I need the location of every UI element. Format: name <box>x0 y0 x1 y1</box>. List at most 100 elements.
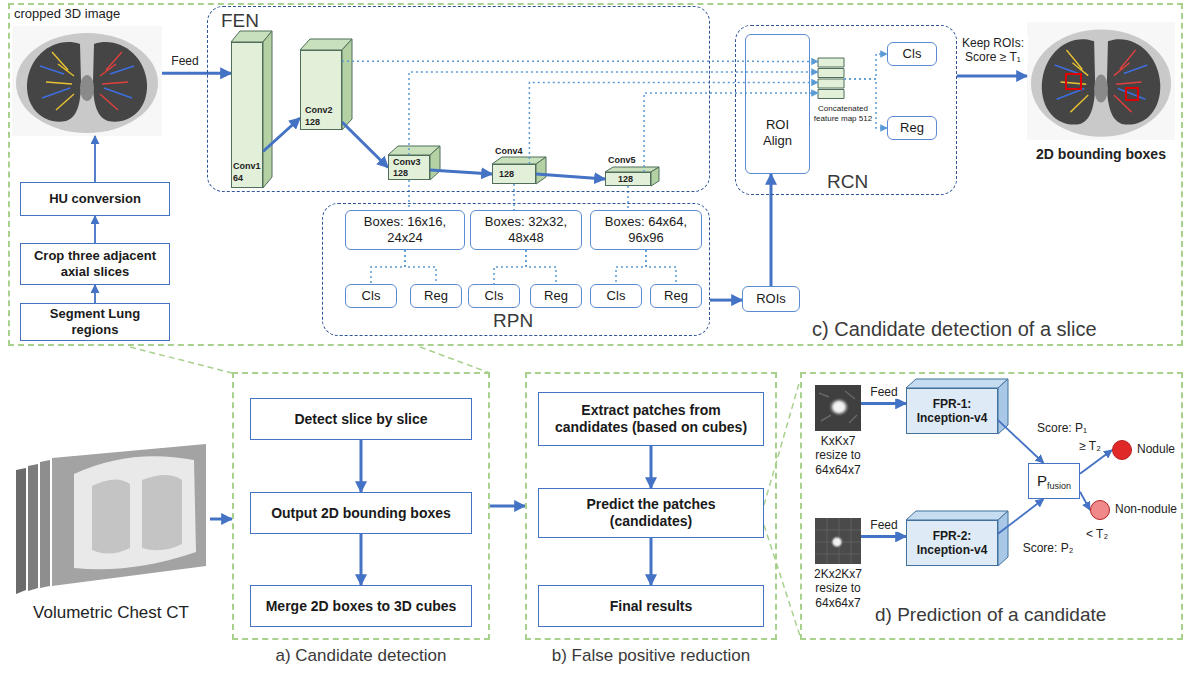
node-label: 128 <box>618 174 633 185</box>
connector <box>770 174 773 286</box>
process-box: Output 2D bounding boxes <box>250 492 472 534</box>
edge-label: ≥ T₂ <box>1077 439 1103 453</box>
node-label: c) Candidate detection of a slice <box>812 317 1097 341</box>
rois-box: ROIs <box>742 286 800 312</box>
head-box: Cls <box>887 42 937 66</box>
detection-box <box>1066 74 1081 89</box>
node-label: d) Prediction of a candidate <box>875 604 1106 627</box>
node-label: ROIs <box>756 291 786 307</box>
connector <box>405 250 436 284</box>
result-dot: Nodule <box>1112 440 1132 460</box>
zoom-leader <box>764 525 800 636</box>
node-label: 128 <box>499 169 514 180</box>
conv-layer: Conv4128 <box>492 164 536 184</box>
zoom-leader <box>130 347 232 373</box>
process-box: Segment Lung regions <box>20 303 170 341</box>
connector <box>650 446 653 488</box>
node-label: Cls <box>607 288 626 304</box>
node-label: Merge 2D boxes to 3D cubes <box>266 598 457 615</box>
head-box: Reg <box>530 284 582 308</box>
edge-label: Feed <box>868 385 899 399</box>
conv-layer: Conv2128 <box>300 50 342 130</box>
node-label: Boxes: 16x16, 24x24 <box>352 214 458 245</box>
node-label: FPR-1: Inception-v4 <box>911 397 993 426</box>
node-label: Conv1 <box>233 161 261 172</box>
connector <box>360 534 363 585</box>
connector <box>430 170 492 174</box>
anchor-box: Boxes: 64x64, 96x96 <box>590 210 702 250</box>
block-top-face <box>906 379 1008 388</box>
node-label: Detect slice by slice <box>294 411 427 428</box>
node-label: 2Kx2Kx7 resize to 64x64x7 <box>809 567 867 610</box>
process-box: Crop three adjacent axial slices <box>20 243 170 285</box>
stage-region: a) Candidate detectionDetect slice by sl… <box>232 372 490 640</box>
anchor-box: Boxes: 32x32, 48x48 <box>470 210 582 250</box>
node-label: RPN <box>493 310 533 333</box>
connector <box>646 250 676 284</box>
stage-region: d) Prediction of a candidate KxKx7 resize… <box>800 372 1183 640</box>
cnn-block: FPR-2: Inception-v4 <box>906 520 998 566</box>
volume-face <box>52 444 206 586</box>
connector <box>263 118 300 152</box>
connector <box>957 75 1027 78</box>
zoom-leader <box>420 347 490 373</box>
node-label: Conv4 <box>495 146 523 157</box>
connector <box>844 54 887 79</box>
block-top-face <box>906 511 1008 520</box>
process-box: Predict the patches (candidates) <box>538 488 764 538</box>
node-label: RCN <box>827 171 868 194</box>
feature-slab <box>818 58 844 67</box>
node-label: Output 2D bounding boxes <box>271 505 451 522</box>
node-label: b) False positive reduction <box>525 646 777 666</box>
ct-slice-image: cropped 3D image <box>12 26 162 136</box>
connector <box>1080 450 1112 474</box>
node-label: Non-nodule <box>1115 502 1177 516</box>
connector <box>536 174 605 179</box>
node-label: Conv5 <box>608 155 636 166</box>
head-box: Cls <box>345 284 397 308</box>
connector <box>710 299 742 302</box>
connector <box>94 285 96 303</box>
node-label: Cls <box>485 288 504 304</box>
detection-box <box>1126 88 1138 100</box>
node-label: Reg <box>544 288 568 304</box>
network-group: RPN Boxes: 16x16, 24x24Cls Reg Boxes: 32x32… <box>322 203 710 336</box>
connector <box>861 535 906 538</box>
process-box: Extract patches from candidates (based o… <box>538 392 764 446</box>
block-side-face <box>342 39 352 130</box>
node-label: Final results <box>610 598 692 615</box>
process-box: Merge 2D boxes to 3D cubes <box>250 585 472 627</box>
patch-image: 2Kx2Kx7 resize to 64x64x7 <box>815 518 861 564</box>
fusion-box: Pfusion <box>1028 463 1080 499</box>
connector <box>342 122 388 168</box>
node-label: Conv3 <box>393 157 421 168</box>
node-label: FPR-2: Inception-v4 <box>911 529 993 558</box>
connector <box>644 93 818 172</box>
cnn-block: FPR-1: Inception-v4 <box>906 388 998 434</box>
patch-picture <box>815 518 861 564</box>
nodule-blob <box>830 535 844 549</box>
connector <box>616 250 646 284</box>
zoom-leader <box>764 380 800 505</box>
block-side-face <box>651 167 659 186</box>
node-label: FEN <box>221 10 259 33</box>
node-label: 64 <box>233 173 243 184</box>
node-label: Extract patches from candidates (based o… <box>545 402 757 436</box>
edge-label: Score: P₂ <box>1021 541 1076 555</box>
nodule-core <box>834 403 844 412</box>
connector <box>494 250 526 284</box>
node-label: cropped 3D image <box>14 6 120 22</box>
connector <box>408 180 410 210</box>
patch-ground <box>815 385 861 431</box>
connector <box>627 186 629 210</box>
result-dot: Non-nodule <box>1090 500 1110 520</box>
node-label: 128 <box>305 117 320 128</box>
result-slice-picture <box>1027 22 1175 140</box>
patch-image: KxKx7 resize to 64x64x7 <box>815 385 861 431</box>
edge-label: < T₂ <box>1084 527 1110 541</box>
block-side-face <box>263 31 272 188</box>
slice <box>16 468 26 594</box>
ct-slice-image: 2D bounding boxes <box>1027 22 1175 140</box>
ct-volume <box>16 444 206 594</box>
